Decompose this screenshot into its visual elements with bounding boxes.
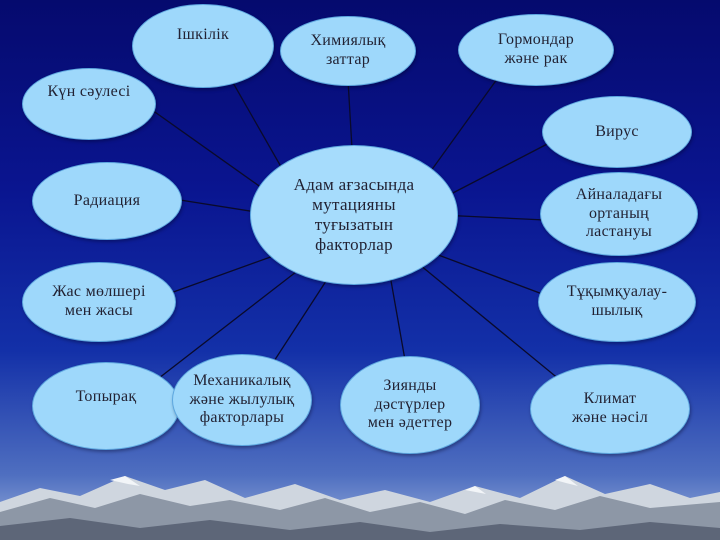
node-klimat-label: Климат және нәсіл — [571, 390, 648, 426]
node-mekhanikalyq-label: Механикалық және жылулық факторлары — [189, 371, 295, 427]
node-radiatsiya: Радиация — [32, 162, 182, 240]
center-label: Адам ағзасында мутацияны туғызатын факто… — [293, 174, 415, 255]
node-virus-label: Вирус — [595, 122, 639, 140]
node-kun-label: Күн сәулесі — [47, 82, 131, 100]
node-ishkilik-label: Ішкілік — [176, 25, 230, 43]
node-zhas-label: Жас мөлшері мен жасы — [52, 283, 146, 319]
node-topyraq: Топырақ — [32, 362, 180, 450]
node-kun: Күн сәулесі — [22, 68, 156, 140]
connector-zhas — [164, 249, 291, 296]
node-mekhanikalyq: Механикалық және жылулық факторлары — [172, 354, 312, 446]
connector-ziyandy — [389, 274, 406, 361]
node-ishkilik: Ішкілік — [132, 4, 274, 88]
node-khimiyalyq: Химиялық заттар — [280, 16, 416, 86]
node-radiatsiya-label: Радиация — [73, 191, 141, 209]
node-khimiyalyq-label: Химиялық заттар — [310, 32, 386, 68]
node-zhas: Жас мөлшері мен жасы — [22, 262, 176, 342]
node-klimat: Климат және нәсіл — [530, 364, 690, 454]
connector-mekhanikalyq — [264, 274, 331, 376]
node-gormon: Гормондар және рак — [458, 14, 614, 86]
node-gormon-label: Гормондар және рак — [497, 31, 575, 67]
mountain-range — [0, 476, 720, 540]
node-virus: Вирус — [542, 96, 692, 168]
node-topyraq-label: Топырақ — [75, 387, 137, 405]
node-tuqym-label: Тұқымқуалау- шылық — [566, 283, 668, 319]
connector-klimat — [419, 264, 561, 381]
node-ziyandy-label: Зиянды дәстүрлер мен әдеттер — [367, 376, 453, 432]
node-ziyandy: Зиянды дәстүрлер мен әдеттер — [340, 356, 480, 454]
node-ainala: Айналадағы ортаның ластануы — [540, 172, 698, 256]
connector-tuqym — [424, 249, 546, 296]
node-ainala-label: Айналадағы ортаның ластануы — [575, 185, 663, 241]
center-node: Адам ағзасында мутацияны туғызатын факто… — [250, 145, 458, 285]
node-tuqym: Тұқымқуалау- шылық — [538, 262, 696, 342]
connector-topyraq — [149, 264, 306, 386]
